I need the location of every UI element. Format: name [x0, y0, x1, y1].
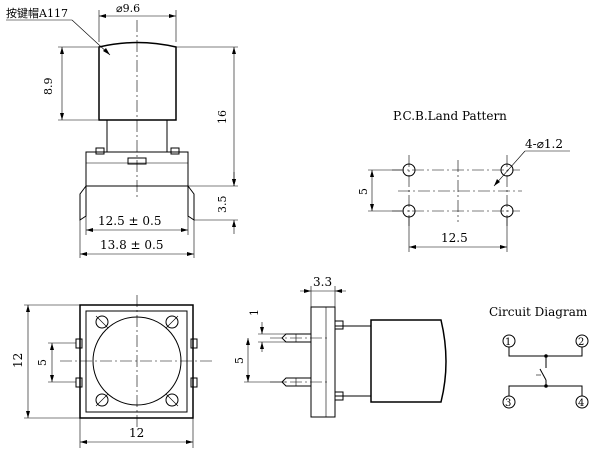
- bottom-view: 12 5 12: [11, 295, 212, 448]
- pin-3-label: 3: [505, 398, 511, 409]
- side-dim-1: 1: [248, 309, 261, 316]
- bottom-dim-5: 5: [36, 359, 49, 366]
- pcb-hole-spec: 4-⌀1.2: [525, 137, 563, 151]
- bottom-dim-12-vertical: 12: [11, 353, 25, 368]
- pcb-dim-5: 5: [357, 188, 370, 195]
- pin-1-label: 1: [505, 337, 511, 348]
- side-dim-3-3: 3.3: [313, 275, 332, 289]
- bottom-dim-12-horizontal: 12: [129, 426, 144, 440]
- pcb-dim-12-5: 12.5: [441, 231, 468, 245]
- side-dim-5: 5: [233, 357, 246, 364]
- dim-3-5: 3.5: [216, 196, 229, 214]
- front-view: 按键帽A117 ⌀9.6 8.9: [6, 2, 238, 258]
- side-view: 3.3 1 5: [233, 275, 447, 418]
- pcb-hole-2: [500, 163, 514, 177]
- pin-4-label: 4: [578, 398, 584, 409]
- pcb-hole-1: [402, 163, 416, 177]
- circuit-diagram-title: Circuit Diagram: [489, 305, 588, 319]
- dim-13-8-tolerance: 13.8 ± 0.5: [100, 238, 164, 252]
- dim-12-5-tolerance: 12.5 ± 0.5: [98, 214, 162, 228]
- dim-8-9: 8.9: [42, 78, 55, 96]
- circuit-diagram: Circuit Diagram 1 2 3 4: [489, 305, 589, 409]
- dim-diameter-9-6: ⌀9.6: [116, 2, 140, 15]
- pin-2-label: 2: [578, 337, 584, 348]
- keycap-part-label: 按键帽A117: [6, 6, 68, 20]
- pcb-land-pattern: P.C.B.Land Pattern 4-⌀1.2 5 12.5: [357, 109, 570, 252]
- dim-16: 16: [216, 110, 229, 124]
- pcb-land-pattern-title: P.C.B.Land Pattern: [393, 109, 507, 123]
